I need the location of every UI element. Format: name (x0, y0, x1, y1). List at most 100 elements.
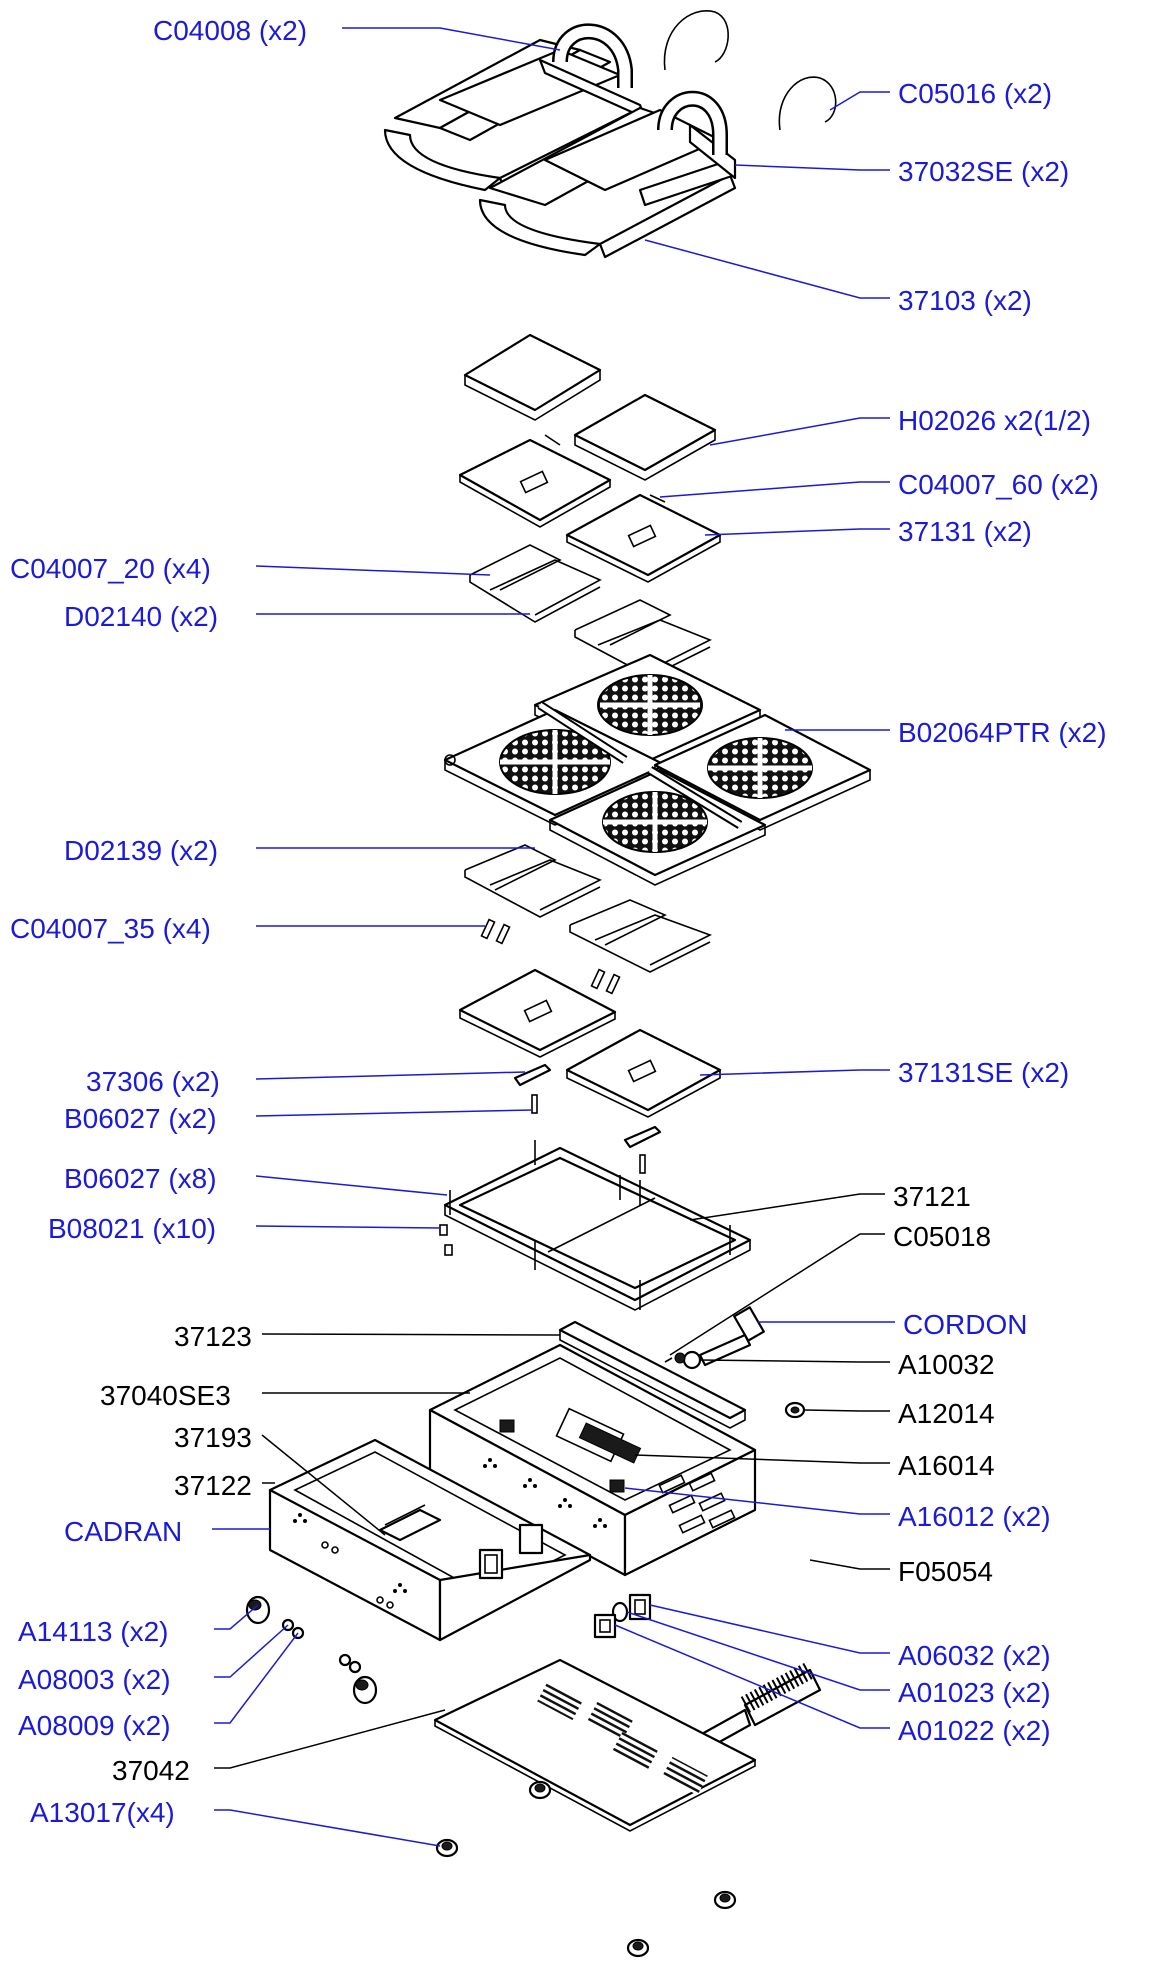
leader-line-a10032 (699, 1359, 890, 1363)
part-label-c05018: C05018 (893, 1221, 991, 1252)
brush-f05054 (698, 1662, 822, 1752)
leader-line-c05018 (669, 1233, 885, 1356)
part-label-37306: 37306 (x2) (86, 1066, 220, 1097)
part-label-37122: 37122 (174, 1470, 252, 1501)
switch-a06032 (628, 1593, 652, 1621)
bottom-plate-2 (565, 1028, 722, 1112)
part-label-h02026: H02026 x2(1/2) (898, 405, 1091, 436)
leader-line-a08009 (214, 1632, 299, 1724)
part-label-a10032: A10032 (898, 1349, 995, 1380)
leader-line-c04007_20 (255, 565, 491, 576)
heating-element-lower-1 (464, 844, 602, 918)
leader-line-b06027b (255, 1175, 448, 1196)
part-label-37131se: 37131SE (x2) (898, 1057, 1069, 1088)
knob-a14113-1 (245, 1595, 271, 1625)
leader-line-c04008 (342, 27, 561, 51)
part-label-a01022: A01022 (x2) (898, 1715, 1051, 1746)
part-label-a08009: A08009 (x2) (18, 1710, 171, 1741)
frame-37121 (443, 1146, 752, 1311)
part-label-c05016: C05016 (x2) (898, 78, 1052, 109)
part-label-a12014: A12014 (898, 1398, 995, 1429)
leader-line-h02026 (709, 417, 890, 446)
part-label-b02064ptr: B02064PTR (x2) (898, 717, 1107, 748)
part-label-a01023: A01023 (x2) (898, 1677, 1051, 1708)
foot-a13017-3 (713, 1890, 737, 1910)
part-label-a13017: A13017(x4) (30, 1797, 175, 1828)
leader-line-a12014 (804, 1409, 890, 1412)
part-label-d02139: D02139 (x2) (64, 835, 218, 866)
part-label-37040se3: 37040SE3 (100, 1380, 231, 1411)
plate-hinge-rods (537, 701, 743, 829)
callouts: C04008 (x2)C05016 (x2)37032SE (x2)37103 … (10, 15, 1107, 1847)
part-label-c04007_20: C04007_20 (x4) (10, 553, 211, 584)
leader-line-c05016 (829, 91, 890, 111)
leader-line-37042 (214, 1709, 446, 1769)
part-label-a14113: A14113 (x2) (18, 1616, 168, 1647)
insulation-pad-1 (463, 333, 602, 412)
leader-line-37032se (734, 164, 890, 171)
leader-line-37131 (704, 528, 890, 536)
part-label-c04007_35: C04007_35 (x4) (10, 913, 211, 944)
handle-tube-right (657, 90, 728, 155)
pin-b06027-b (639, 1154, 646, 1174)
part-label-cadran: CADRAN (64, 1516, 182, 1547)
lid-frame-left (383, 38, 647, 192)
part-label-37123: 37123 (174, 1321, 252, 1352)
leader-line-a01022 (614, 1624, 890, 1729)
tray-37193 (378, 1504, 442, 1542)
foot-a13017-4 (626, 1938, 650, 1958)
lamp-a08003 (281, 1618, 352, 1667)
cord-clip-right (778, 76, 837, 131)
bottom-plate-1 (458, 968, 617, 1052)
leader-line-a14113 (214, 1604, 259, 1630)
thermostat-sensors-lower (480, 918, 621, 995)
part-label-c04007_60: C04007_60 (x2) (898, 469, 1099, 500)
part-label-a16014: A16014 (898, 1450, 995, 1481)
leader-line-a08003 (214, 1624, 289, 1678)
part-label-b08021: B08021 (x10) (48, 1213, 216, 1244)
leader-line-37306 (255, 1071, 526, 1080)
pin-b06027-a (531, 1094, 538, 1114)
top-plate-2 (565, 493, 722, 577)
leader-line-37121 (689, 1193, 885, 1221)
heating-element-upper-2 (574, 599, 712, 678)
leader-line-37123 (261, 1333, 561, 1336)
cord-clip-left (663, 10, 729, 71)
rail-37123 (558, 1320, 747, 1429)
part-label-a08003: A08003 (x2) (18, 1664, 171, 1695)
leader-line-a16012 (624, 1487, 890, 1515)
leader-line-37131se (699, 1069, 890, 1076)
part-label-a16012: A16012 (x2) (898, 1501, 1051, 1532)
part-label-a06032: A06032 (x2) (898, 1640, 1051, 1671)
leader-line-37103 (644, 239, 890, 299)
leader-line-a01023 (626, 1611, 890, 1691)
part-label-f05054: F05054 (898, 1556, 993, 1587)
foot-a13017-1 (528, 1780, 552, 1800)
foot-a13017-2 (435, 1838, 459, 1858)
part-label-37032se: 37032SE (x2) (898, 156, 1069, 187)
part-label-37121: 37121 (893, 1181, 971, 1212)
leader-line-b06027a (255, 1109, 533, 1117)
lamp-a08009 (291, 1626, 362, 1674)
heating-element-upper-1 (469, 544, 602, 623)
part-label-cordon: CORDON (903, 1309, 1027, 1340)
leader-line-b08021 (255, 1225, 441, 1229)
frame-pins (439, 1140, 731, 1310)
part-label-37193: 37193 (174, 1422, 252, 1453)
leader-line-f05054 (809, 1559, 890, 1570)
part-label-37103: 37103 (x2) (898, 285, 1032, 316)
leader-line-a16014 (634, 1454, 890, 1464)
bottom-plate-37042 (433, 1658, 757, 1832)
knob-a14113-2 (352, 1675, 378, 1705)
thermostat-knobs (478, 1523, 544, 1580)
fuse-holder-a12014 (784, 1401, 806, 1419)
lid-frame-right (478, 106, 737, 259)
switch-block-a16012 (499, 1419, 625, 1493)
bracket-37306-a (513, 1063, 552, 1087)
insulation-pad-2 (573, 393, 717, 472)
switch-a01022 (593, 1613, 617, 1639)
power-cord (664, 1306, 765, 1370)
bracket-37306-b (623, 1125, 662, 1149)
heating-element-lower-2 (569, 899, 713, 973)
